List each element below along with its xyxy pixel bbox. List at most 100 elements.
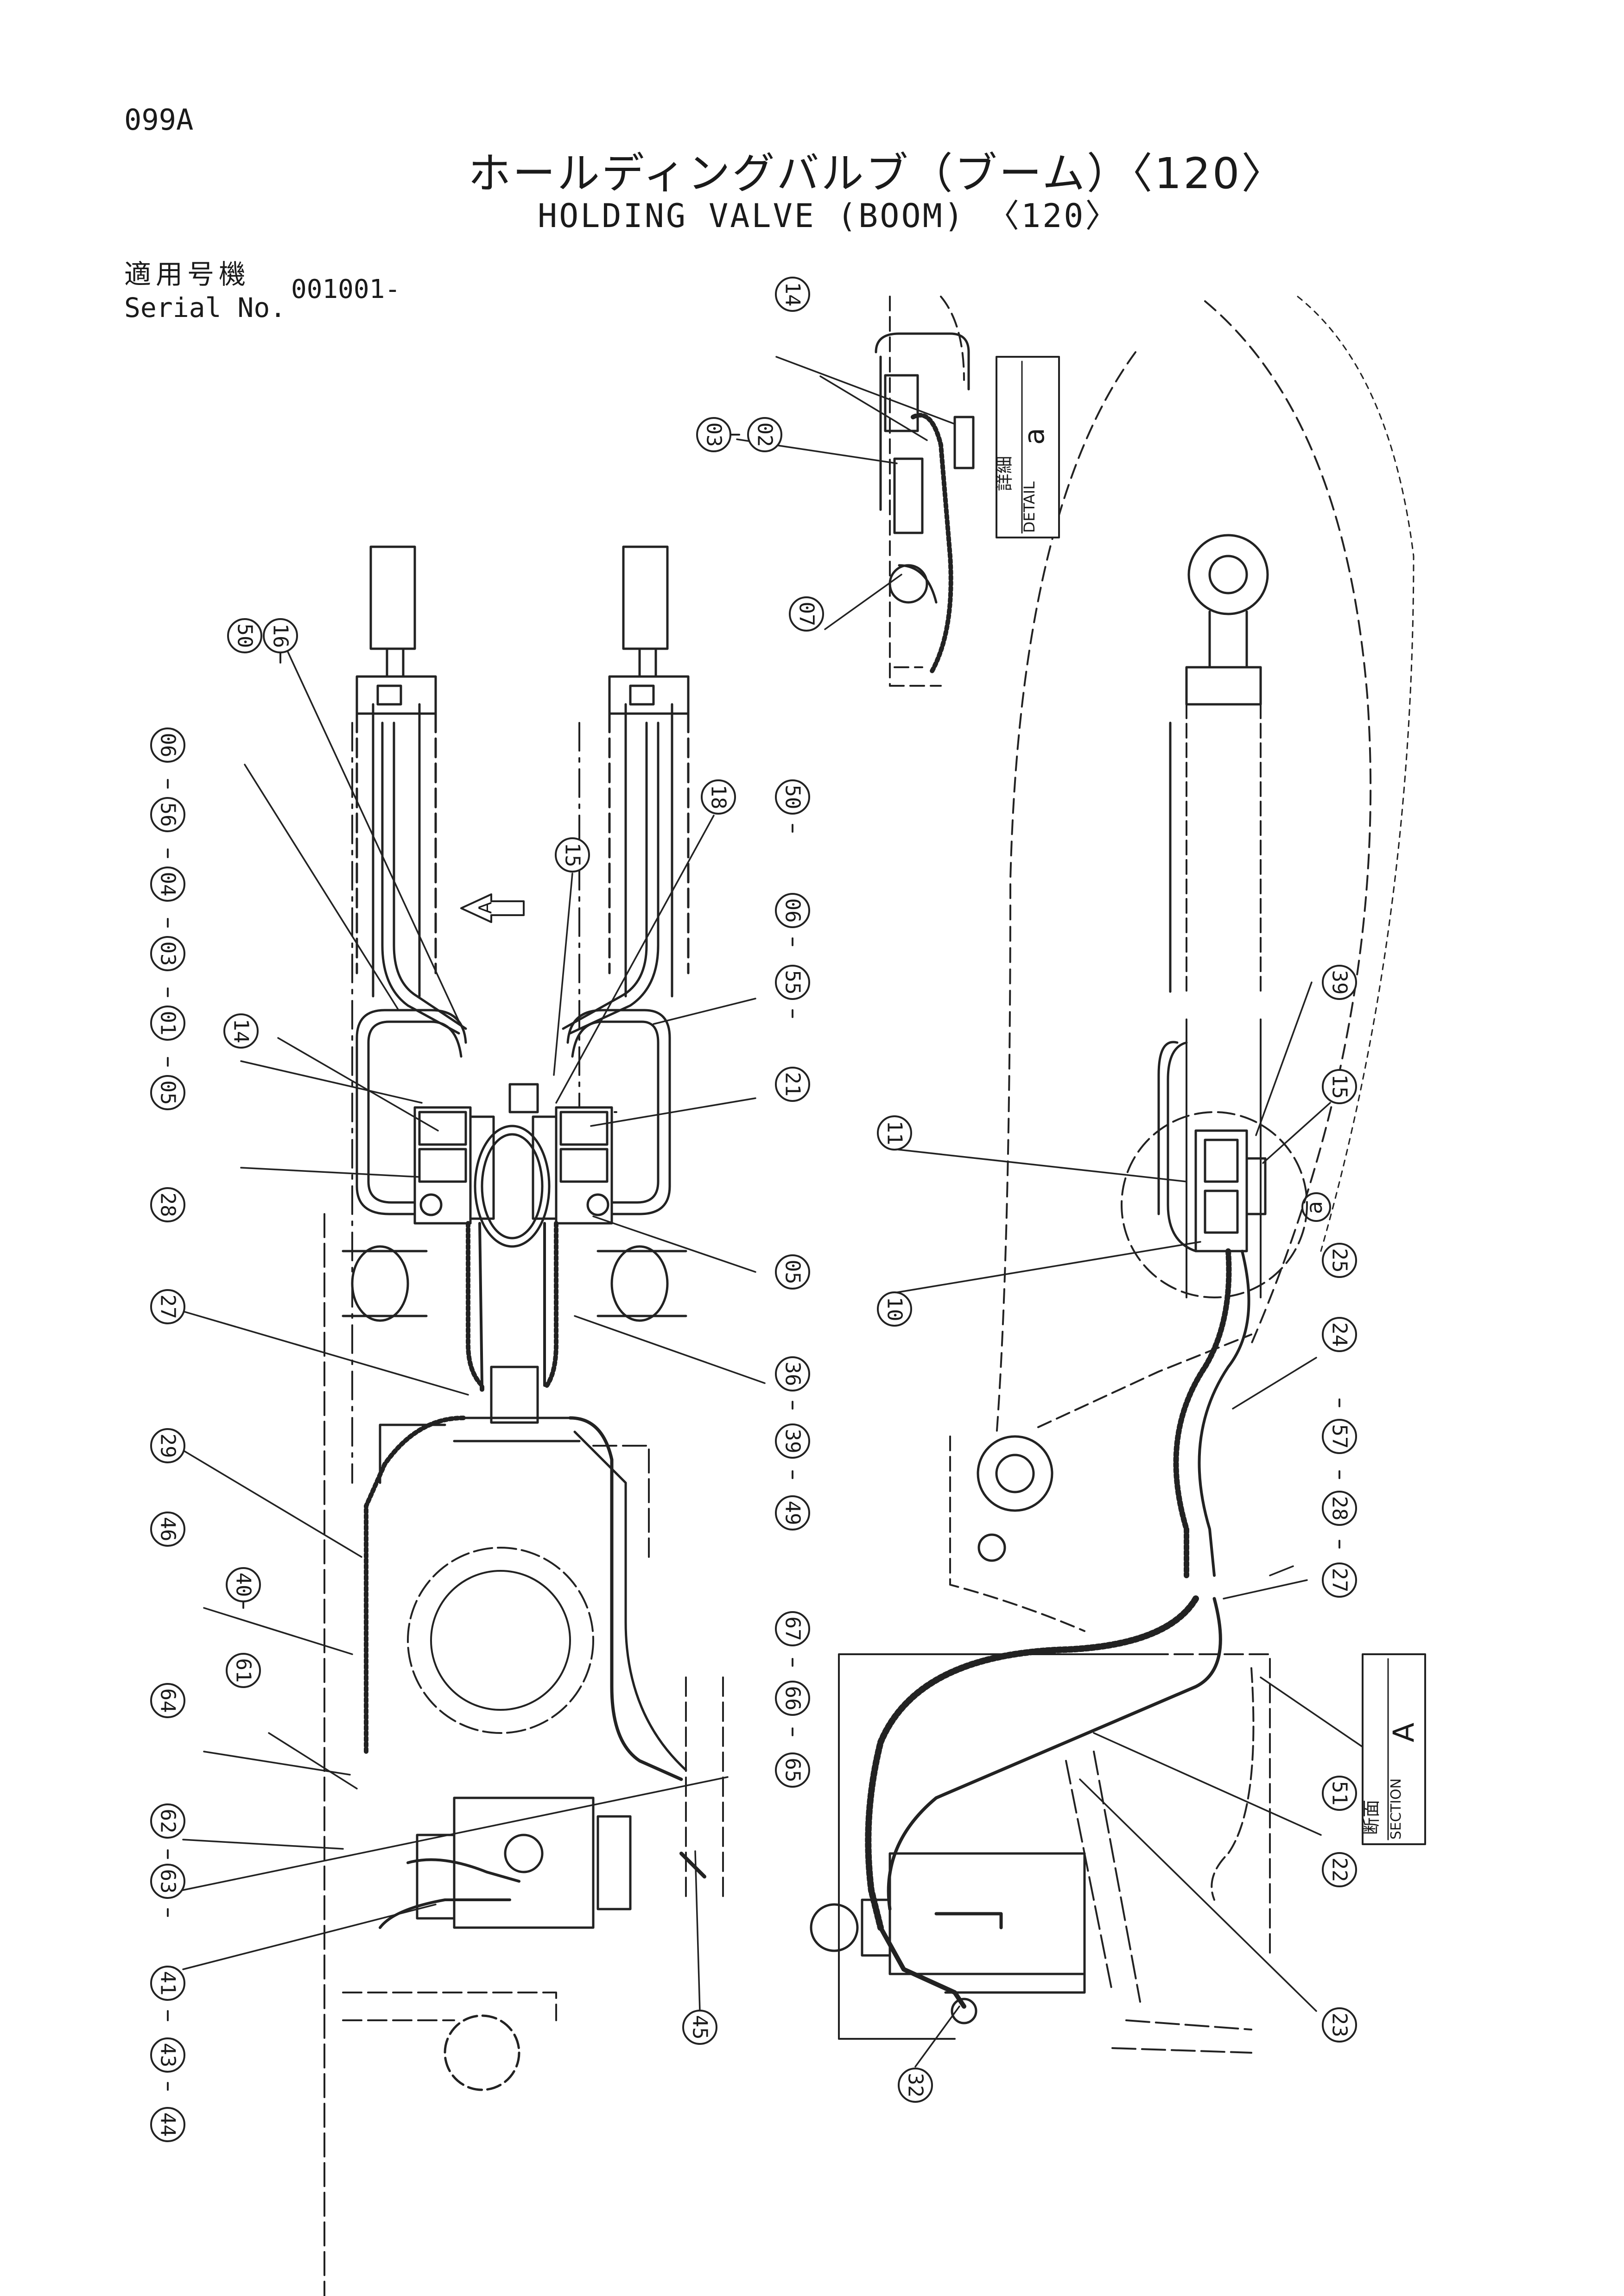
callout-circle-c40 <box>226 1567 261 1602</box>
callout-label-c50b: 50 <box>781 785 805 810</box>
callout-label-c05b: 05 <box>781 1260 805 1284</box>
callout-label-c05a: 05 <box>156 1081 180 1105</box>
callout-circle-c01 <box>150 1006 185 1041</box>
callout-circle-c43 <box>150 2037 185 2073</box>
section-label-jp: 断面 <box>1361 1800 1382 1835</box>
callout-circle-c65 <box>775 1752 810 1788</box>
callout-circle-c02 <box>747 417 782 452</box>
callout-circle-c04 <box>150 867 185 902</box>
callout-label-c65: 65 <box>781 1758 805 1783</box>
callout-circle-c50a <box>227 618 262 653</box>
leader-lines <box>180 356 1364 2068</box>
callout-label-c21: 21 <box>781 1072 805 1097</box>
callout-circle-c50b <box>775 779 810 815</box>
callout-label-c27a: 27 <box>156 1295 180 1319</box>
callout-label-c40: 40 <box>232 1573 255 1597</box>
callout-label-c46: 46 <box>156 1517 180 1542</box>
title-japanese: ホールディングバルブ（ブーム）〈120〉 <box>468 149 1286 198</box>
callout-circle-c51 <box>1322 1776 1357 1811</box>
callout-label-c28b: 28 <box>1328 1496 1351 1521</box>
callout-circle-c62 <box>150 1803 185 1839</box>
serial-number-value: 001001- <box>291 274 401 304</box>
callout-label-c28a: 28 <box>156 1193 180 1217</box>
callout-bubbles <box>167 434 1340 2091</box>
callout-circle-c05b <box>775 1254 810 1290</box>
callout-circle-c27b <box>1322 1562 1357 1598</box>
arrow-a-mark: A <box>475 902 495 914</box>
callout-label-c49: 49 <box>781 1501 805 1525</box>
pump-assembly <box>379 1796 632 1929</box>
callout-label-c03a: 03 <box>156 942 180 966</box>
callout-label-c14a: 14 <box>229 1019 253 1044</box>
callout-circle-c23 <box>1322 2007 1357 2043</box>
callout-label-c63: 63 <box>156 1869 180 1894</box>
callout-label-c22: 22 <box>1328 1858 1351 1882</box>
detail-a-tag: 詳細 DETAIL a <box>994 356 1060 538</box>
callout-label-c03b: 03 <box>702 423 726 447</box>
callout-label-c57: 57 <box>1328 1424 1351 1449</box>
detail-label-jp: 詳細 <box>994 456 1015 491</box>
callout-circle-c22 <box>1322 1852 1357 1887</box>
serial-label-english: Serial No. <box>124 292 286 323</box>
callout-circle-c41 <box>150 1966 185 2001</box>
callout-label-c66: 66 <box>781 1686 805 1711</box>
serial-label-japanese: 適用号機 <box>124 259 251 290</box>
callout-label-c10: 10 <box>883 1297 907 1322</box>
callout-label-c44: 44 <box>156 2113 180 2137</box>
callout-label-c23: 23 <box>1328 2013 1351 2037</box>
circle-a-mark: a <box>1302 1201 1327 1214</box>
callout-circle-c39a <box>775 1423 810 1459</box>
callout-label-c16: 16 <box>269 624 292 648</box>
section-mark: A <box>1387 1723 1421 1742</box>
callout-label-c07: 07 <box>795 602 818 626</box>
callout-circle-c16 <box>263 618 298 653</box>
callout-circle-c10 <box>877 1291 912 1327</box>
callout-circle-c49 <box>775 1495 810 1531</box>
callout-circle-c14a <box>223 1013 259 1049</box>
callout-label-c67: 67 <box>781 1617 805 1641</box>
callout-label-c39b: 39 <box>1328 970 1351 995</box>
callout-label-c11: 11 <box>883 1121 907 1145</box>
callout-circle-c64 <box>150 1683 185 1718</box>
pump-side <box>810 1852 1086 1994</box>
callout-label-c51: 51 <box>1328 1781 1351 1806</box>
title-english: HOLDING VALVE (BOOM) 〈120〉 <box>538 197 1120 235</box>
callout-circle-c46 <box>150 1512 185 1547</box>
top-view <box>324 545 724 2296</box>
callout-label-c15b: 15 <box>1328 1075 1351 1099</box>
callout-label-c64: 64 <box>156 1689 180 1713</box>
detail-label-en: DETAIL <box>1021 481 1038 533</box>
callout-label-c45: 45 <box>688 2015 712 2040</box>
callout-circle-c44 <box>150 2107 185 2142</box>
callout-circle-c15b <box>1322 1069 1357 1104</box>
callout-circle-c32 <box>898 2068 933 2103</box>
callout-circle-c28a <box>150 1187 185 1222</box>
boom-cylinder-right <box>608 545 690 998</box>
callout-label-c18: 18 <box>707 785 730 810</box>
boom-cylinder-left <box>355 545 437 998</box>
callout-circle-c06a <box>150 727 185 763</box>
callout-circle-c03a <box>150 936 185 971</box>
callout-circle-c61 <box>226 1653 261 1688</box>
callout-circle-c15a <box>555 837 590 873</box>
callout-label-c39a: 39 <box>781 1429 805 1454</box>
view-arrow-a <box>460 893 525 923</box>
callout-label-c15a: 15 <box>561 843 584 867</box>
section-a-tag: 断面 SECTION A <box>1361 1653 1426 1845</box>
callout-label-c43: 43 <box>156 2043 180 2068</box>
callout-label-c36: 36 <box>781 1362 805 1386</box>
section-label-en: SECTION <box>1388 1778 1404 1840</box>
callout-label-c01: 01 <box>156 1011 180 1036</box>
callout-label-c02: 02 <box>753 423 777 447</box>
callout-circle-c03b <box>696 417 731 452</box>
callout-circle-c27a <box>150 1289 185 1324</box>
callout-label-c04: 04 <box>156 872 180 897</box>
callout-label-c29: 29 <box>156 1434 180 1458</box>
callout-label-c25: 25 <box>1328 1248 1351 1273</box>
callout-circle-c24 <box>1322 1317 1357 1352</box>
callout-label-c06a: 06 <box>156 733 180 758</box>
callout-circle-c21 <box>775 1067 810 1102</box>
callout-circle-c55 <box>775 965 810 1000</box>
